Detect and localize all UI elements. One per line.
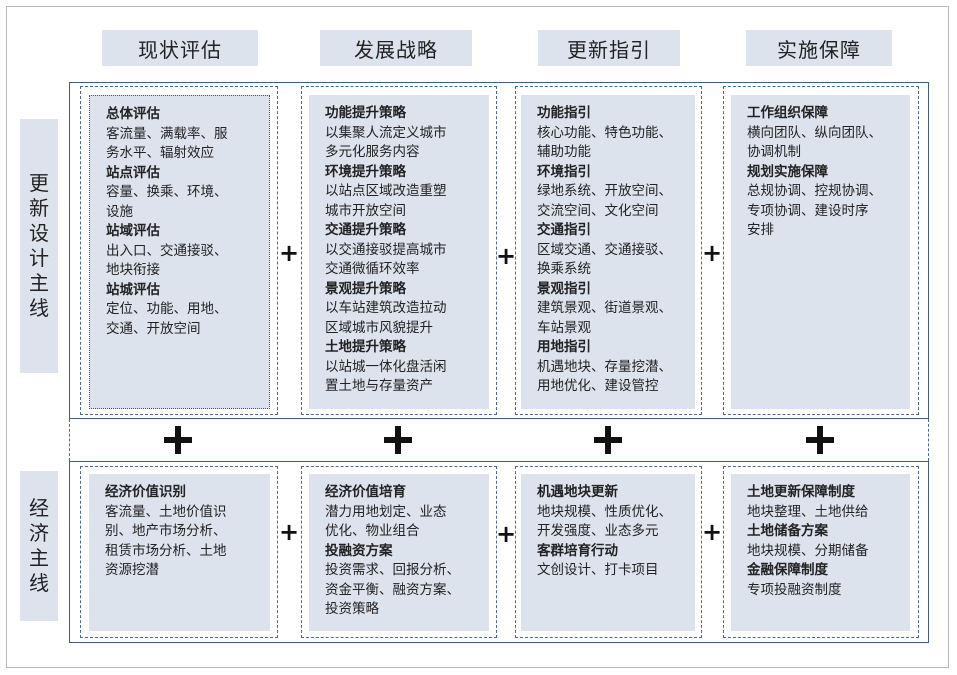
diagram-frame [6, 6, 949, 668]
plus-bottom-1: + [278, 518, 300, 546]
item-detail: 客流量、土地价值识 别、地产市场分析、 租赁市场分析、土地 资源挖潜 [105, 503, 227, 579]
item-detail: 绿地系统、开放空间、 交流空间、文化空间 [537, 183, 672, 219]
item-detail: 出入口、交通接驳、 地块衔接 [106, 242, 228, 279]
column-frame-top-1 [80, 86, 278, 415]
box-implementation-guarantee: 工作组织保障横向团队、纵向团队、 协调机制规划实施保障总规协调、控规协调、 专项… [731, 95, 910, 409]
item-title: 金融保障制度 [747, 562, 828, 578]
column-frame-bottom-2 [301, 466, 497, 638]
plus-large-icon-2 [378, 420, 418, 460]
item-detail: 以站点区域改造重塑 城市开放空间 [325, 183, 447, 219]
column-header-renewal-guidance: 更新指引 [538, 30, 680, 66]
plus-large-icon-3 [588, 420, 628, 460]
column-frame-top-2 [301, 86, 497, 415]
item-title: 交通指引 [537, 222, 591, 238]
item-title: 景观指引 [537, 280, 591, 297]
item-detail: 总规协调、控规协调、 专项协调、建设时序 安排 [747, 183, 882, 238]
item-detail: 核心功能、特色功能、 辅助功能 [537, 124, 672, 161]
column-frame-bottom-1 [80, 466, 278, 638]
row-frame-renewal-design [69, 82, 929, 419]
item-title: 环境提升策略 [325, 163, 406, 180]
item-title: 客群培育行动 [537, 542, 618, 559]
item-detail: 机遇地块、存量挖潜、 用地优化、建设管控 [537, 358, 672, 395]
item-title: 站点评估 [106, 164, 160, 181]
column-frame-bottom-4 [723, 466, 919, 638]
item-detail: 建筑景观、街道景观、 车站景观 [537, 300, 672, 336]
column-frame-top-4 [723, 86, 919, 415]
item-detail: 专项投融资制度 [747, 581, 842, 598]
plus-bottom-2: + [495, 520, 517, 548]
middle-dashed-connector [69, 419, 929, 461]
box-status-assessment: 总体评估客流量、满载率、服 务水平、辐射效应站点评估容量、换乘、环境、 设施站域… [89, 95, 270, 409]
item-title: 规划实施保障 [747, 163, 828, 180]
column-header-status-assessment: 现状评估 [102, 30, 258, 66]
item-title: 工作组织保障 [747, 105, 828, 121]
column-frame-top-3 [515, 86, 702, 415]
item-detail: 投资需求、回报分析、 资金平衡、融资方案、 投资策略 [325, 562, 460, 617]
item-detail: 文创设计、打卡项目 [537, 562, 659, 578]
item-detail: 横向团队、纵向团队、 协调机制 [747, 124, 882, 161]
item-title: 经济价值培育 [325, 484, 406, 500]
item-detail: 地块规模、性质优化、 开发强度、业态多元 [537, 503, 672, 540]
item-title: 用地指引 [537, 339, 591, 355]
plus-large-icon-1 [158, 420, 198, 460]
item-title: 投融资方案 [325, 542, 393, 559]
item-detail: 区域交通、交通接驳、 换乘系统 [537, 241, 672, 278]
item-title: 土地提升策略 [325, 339, 406, 355]
item-detail: 地块规模、分期储备 [747, 542, 869, 559]
box-renewal-guidance: 功能指引核心功能、特色功能、 辅助功能环境指引绿地系统、开放空间、 交流空间、文… [521, 95, 695, 409]
item-title: 景观提升策略 [325, 280, 406, 297]
row-frame-economic [69, 461, 929, 643]
item-title: 站城评估 [106, 281, 160, 298]
item-detail: 以站城一体化盘活闲 置土地与存量资产 [325, 358, 447, 395]
box-economic-value-identification: 经济价值识别客流量、土地价值识 别、地产市场分析、 租赁市场分析、土地 资源挖潜 [89, 474, 270, 631]
item-detail: 以车站建筑改造拉动 区域城市风貌提升 [325, 300, 447, 336]
item-detail: 容量、换乘、环境、 设施 [106, 184, 228, 220]
item-title: 交通提升策略 [325, 222, 406, 238]
row-label-renewal-design: 更 新 设 计 主 线 [20, 119, 58, 373]
box-economic-value-cultivation: 经济价值培育潜力用地划定、业态 优化、物业组合投融资方案投资需求、回报分析、 资… [309, 474, 489, 631]
plus-large-icon-4 [800, 420, 840, 460]
box-opportunity-plot-renewal: 机遇地块更新地块规模、性质优化、 开发强度、业态多元客群培育行动文创设计、打卡项… [521, 474, 695, 631]
item-title: 机遇地块更新 [537, 484, 618, 500]
column-frame-bottom-3 [515, 466, 702, 638]
item-detail: 客流量、满载率、服 务水平、辐射效应 [106, 125, 228, 162]
item-title: 功能指引 [537, 105, 591, 121]
plus-bottom-3: + [701, 518, 723, 546]
plus-top-2: + [495, 242, 517, 270]
item-detail: 以集聚人流定义城市 多元化服务内容 [325, 124, 447, 161]
item-title: 经济价值识别 [105, 484, 186, 500]
row-label-economic: 经 济 主 线 [20, 471, 58, 621]
item-title: 功能提升策略 [325, 105, 406, 121]
item-detail: 地块整理、土地供给 [747, 503, 869, 520]
plus-top-3: + [701, 239, 723, 267]
item-title: 站域评估 [106, 223, 160, 239]
item-title: 总体评估 [106, 106, 160, 122]
box-development-strategy: 功能提升策略以集聚人流定义城市 多元化服务内容环境提升策略以站点区域改造重塑 城… [309, 95, 489, 409]
item-detail: 潜力用地划定、业态 优化、物业组合 [325, 503, 447, 540]
item-detail: 定位、功能、用地、 交通、开放空间 [106, 301, 228, 337]
column-header-development-strategy: 发展战略 [320, 30, 472, 66]
plus-top-1: + [278, 239, 300, 267]
box-land-renewal-guarantee: 土地更新保障制度地块整理、土地供给土地储备方案地块规模、分期储备金融保障制度专项… [731, 474, 910, 631]
item-title: 土地更新保障制度 [747, 484, 855, 500]
item-title: 环境指引 [537, 163, 591, 180]
column-header-implementation-guarantee: 实施保障 [746, 30, 892, 66]
item-detail: 以交通接驳提高城市 交通微循环效率 [325, 241, 447, 278]
item-title: 土地储备方案 [747, 523, 828, 539]
